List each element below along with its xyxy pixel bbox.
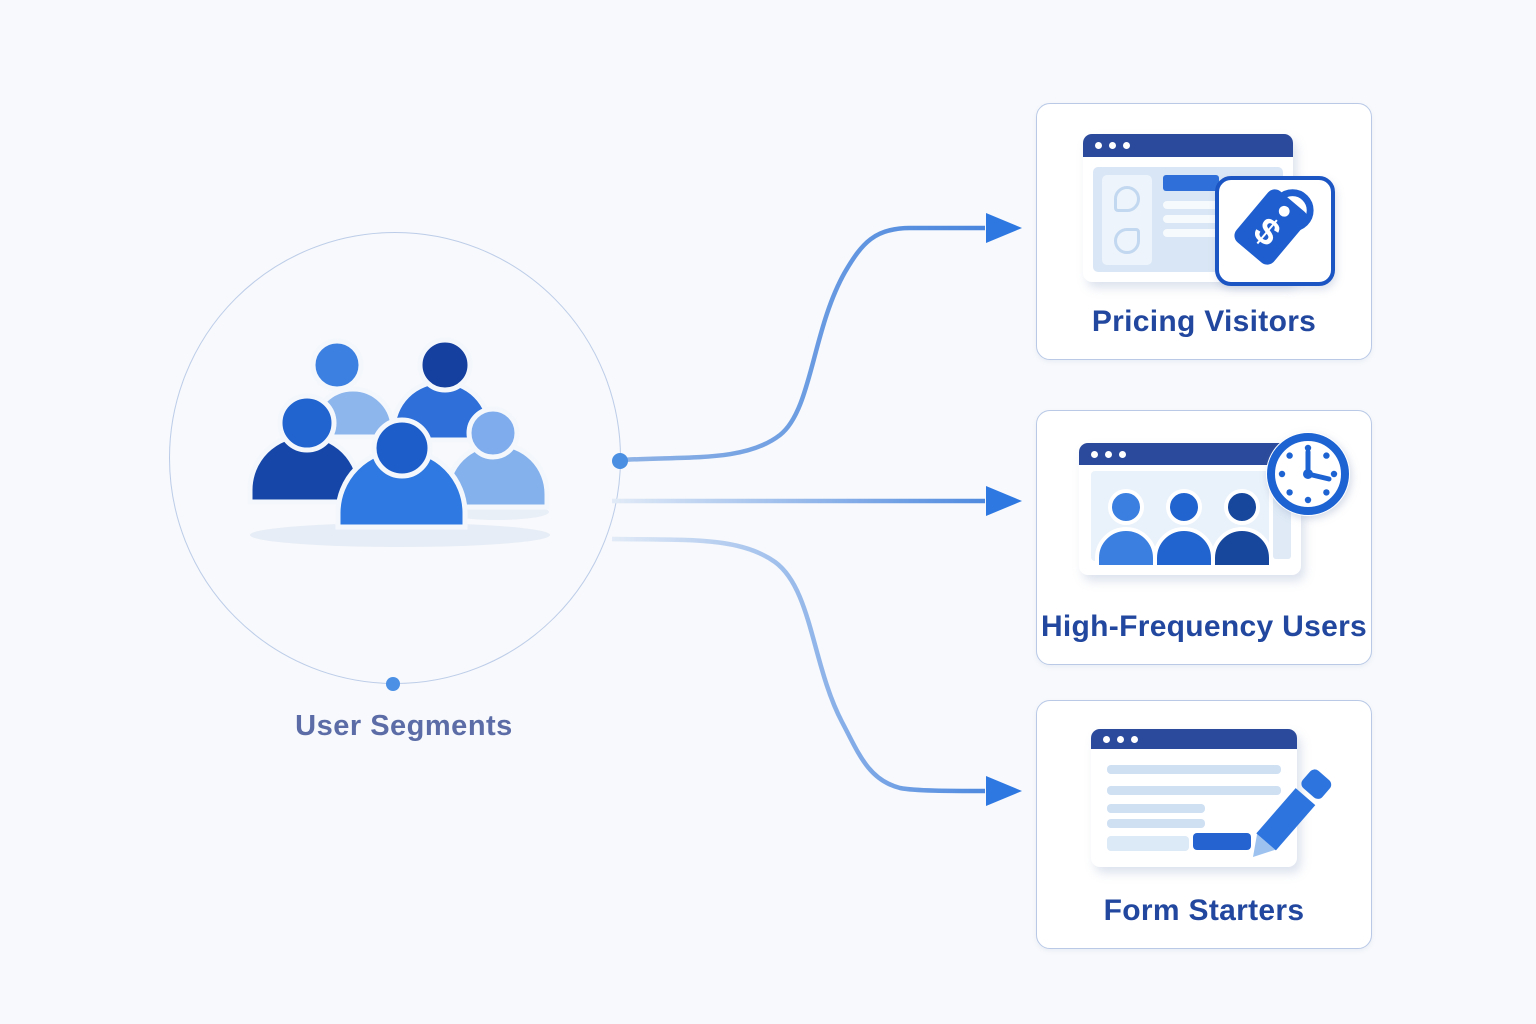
- browser-window: [1083, 134, 1293, 282]
- person-icon: [444, 406, 550, 510]
- person-icon: [1095, 489, 1157, 569]
- browser-titlebar: [1079, 443, 1301, 465]
- card-title: High-Frequency Users: [1040, 610, 1368, 643]
- button-placeholder: [1163, 175, 1219, 191]
- form-field-placeholder: [1107, 786, 1281, 795]
- hub-anchor-dot: [386, 677, 400, 691]
- window-dot-icon: [1109, 142, 1116, 149]
- connector-line-form-starters: [611, 536, 986, 794]
- window-dot-icon: [1091, 450, 1098, 458]
- form-field-placeholder: [1107, 765, 1281, 774]
- form-field-placeholder: [1107, 804, 1205, 813]
- hub-label: User Segments: [295, 710, 513, 742]
- person-icon: [335, 417, 468, 530]
- card-form-starters: Form Starters: [1036, 700, 1372, 949]
- window-dot-icon: [1095, 142, 1102, 149]
- pencil-badge: [1233, 741, 1353, 871]
- price-tag-badge: $: [1215, 176, 1335, 286]
- pencil-icon: [1253, 769, 1332, 857]
- window-dot-icon: [1105, 450, 1112, 458]
- arrowhead-icon: [986, 213, 1022, 243]
- form-field-placeholder: [1107, 836, 1189, 851]
- glyph-icon: [1114, 186, 1140, 212]
- card-high-frequency-users: High-Frequency Users: [1036, 410, 1372, 665]
- connector-line-pricing: [620, 225, 985, 463]
- window-dot-icon: [1123, 142, 1130, 149]
- clock-icon: [1266, 432, 1350, 516]
- text-line-placeholder: [1163, 201, 1253, 209]
- card-title: Pricing Visitors: [1091, 305, 1317, 338]
- glyph-icon: [1114, 228, 1140, 254]
- form-field-placeholder: [1107, 819, 1205, 828]
- arrowhead-icon: [986, 486, 1022, 516]
- person-icon: [1153, 489, 1215, 569]
- browser-titlebar: [1091, 729, 1297, 749]
- person-icon: [1211, 489, 1273, 569]
- browser-window: [1091, 729, 1297, 867]
- clock-badge: [1260, 426, 1356, 522]
- window-dot-icon: [1103, 735, 1110, 743]
- card-pricing-visitors: $ Pricing Visitors: [1036, 103, 1372, 360]
- window-dot-icon: [1119, 450, 1126, 458]
- users-row-icon: [1095, 489, 1273, 569]
- card-title: Form Starters: [1103, 894, 1305, 927]
- text-line-placeholder: [1163, 215, 1253, 223]
- group-shadow: [250, 523, 550, 547]
- price-tag-icon: $: [1234, 189, 1314, 265]
- text-line-placeholder: [1163, 229, 1253, 237]
- submit-button-placeholder: [1193, 833, 1251, 850]
- browser-window: [1079, 443, 1301, 575]
- window-dot-icon: [1131, 735, 1138, 743]
- pricing-panel-placeholder: [1102, 175, 1152, 265]
- arrowhead-icon: [986, 776, 1022, 806]
- window-dot-icon: [1117, 735, 1124, 743]
- person-icon: [247, 393, 363, 505]
- browser-titlebar: [1083, 134, 1293, 157]
- users-group-icon: [247, 337, 550, 547]
